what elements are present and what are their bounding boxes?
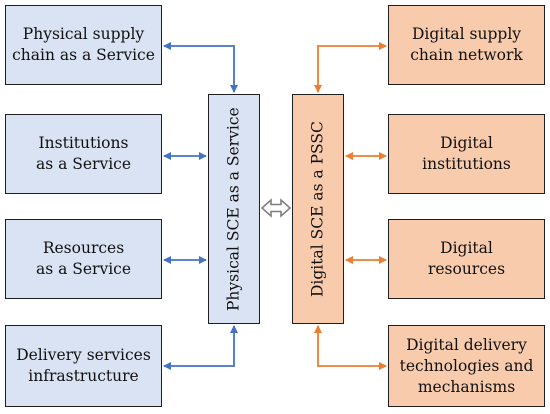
- box-line: institutions: [422, 155, 511, 173]
- box-line: Digital: [440, 134, 493, 152]
- double-arrow-icon: [260, 198, 292, 218]
- box-line: chain network: [410, 46, 523, 64]
- box-digital-resources: Digital resources: [388, 219, 545, 299]
- box-digital-delivery: Digital delivery technologies and mechan…: [388, 325, 545, 407]
- box-line: mechanisms: [417, 377, 516, 396]
- box-line: resources: [427, 260, 506, 278]
- box-line: Physical supply: [22, 25, 145, 43]
- box-delivery-services: Delivery services infrastructure: [5, 325, 162, 407]
- box-line: Delivery services: [16, 346, 151, 364]
- box-institutions-service: Institutions as a Service: [5, 114, 162, 194]
- box-resources-service: Resources as a Service: [5, 219, 162, 299]
- arrow-digital-delivery: [314, 325, 387, 370]
- box-line: Digital delivery: [406, 335, 527, 354]
- box-line: as a Service: [35, 155, 132, 173]
- box-line: as a Service: [35, 260, 132, 278]
- box-line: infrastructure: [28, 367, 139, 385]
- arrow-delivery-services: [163, 325, 238, 370]
- arrow-digital-supply: [314, 42, 387, 93]
- box-digital-supply-chain: Digital supply chain network: [388, 5, 545, 85]
- box-line: Institutions: [38, 134, 129, 152]
- box-line: chain as a Service: [12, 46, 155, 64]
- box-line: Resources: [42, 239, 125, 257]
- box-digital-institutions: Digital institutions: [388, 114, 545, 194]
- box-line: Digital supply: [411, 25, 522, 43]
- arrow-physical-supply: [163, 42, 238, 93]
- box-line: Digital: [440, 239, 493, 257]
- box-line: technologies and: [399, 356, 534, 375]
- box-physical-supply-chain: Physical supply chain as a Service: [5, 5, 162, 85]
